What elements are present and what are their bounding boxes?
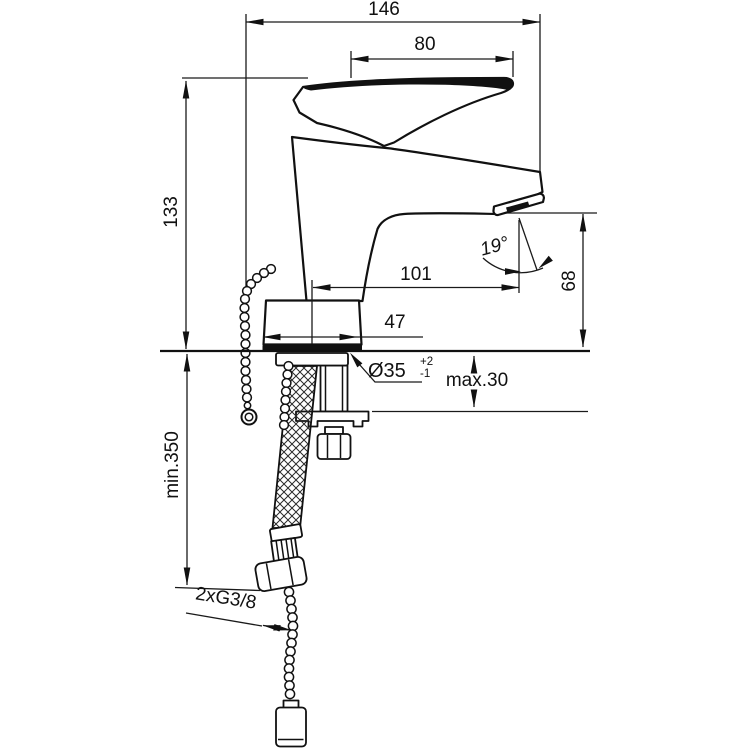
retaining-chain-with-ring	[239, 263, 277, 426]
dim-68-label: 68	[559, 270, 580, 291]
plug-chain	[275, 360, 307, 748]
dim-thread-label: 2xG3/8	[194, 583, 258, 613]
dimension-max-deck-thickness: max.30	[372, 355, 588, 413]
dimension-spout-angle: 19°	[478, 217, 553, 275]
dimension-lever-projection: 80	[350, 34, 514, 78]
dim-min350-label: min.350	[162, 431, 183, 499]
dimension-min-hose-length: min.350	[162, 353, 261, 592]
threaded-shank	[319, 364, 349, 413]
angle-arrowhead-right	[538, 255, 553, 269]
angle-arrowhead-left	[505, 268, 521, 275]
hose-connection-nut	[254, 556, 308, 592]
dim-47-label: 47	[384, 312, 405, 333]
under-deck-assembly	[254, 352, 370, 592]
dimensions: 146 80 133 min.350 101	[160, 0, 590, 632]
mounting-nut	[316, 433, 352, 460]
dim-19deg-label: 19°	[478, 233, 512, 261]
faucet	[262, 76, 545, 352]
dimension-base-width: 47	[262, 312, 423, 341]
dim-dia35-tol-plus: +2	[420, 356, 433, 368]
dimension-hole-diameter: Ø35 +2 -1	[350, 352, 433, 383]
dimension-body-height: 133	[161, 77, 308, 350]
mounting-nut-facets	[326, 435, 342, 458]
dim-80-label: 80	[414, 34, 435, 55]
ring-link	[243, 401, 252, 410]
dim-dia35-label: Ø35	[368, 360, 406, 382]
dim-146-label: 146	[368, 0, 400, 20]
dimension-outlet-height: 68	[559, 213, 587, 348]
lever-top-shading	[303, 78, 513, 91]
dimension-spout-reach: 101	[311, 220, 520, 344]
mounting-stud	[324, 426, 344, 435]
basin-plug	[275, 699, 307, 748]
dimension-total-projection: 146	[245, 0, 541, 26]
aerator-slot	[506, 201, 530, 213]
faucet-body-spout	[290, 135, 544, 303]
braided-supply-hose	[271, 365, 318, 529]
dimension-connection-thread: 2xG3/8	[185, 583, 292, 632]
dim-max30-label: max.30	[446, 370, 508, 391]
dim-dia35-tol-minus: -1	[420, 368, 430, 380]
dim-133-label: 133	[161, 196, 182, 228]
shank-inner-lines	[324, 366, 344, 411]
hole-leader-arrowhead	[350, 352, 363, 368]
dim-101-label: 101	[400, 264, 432, 285]
